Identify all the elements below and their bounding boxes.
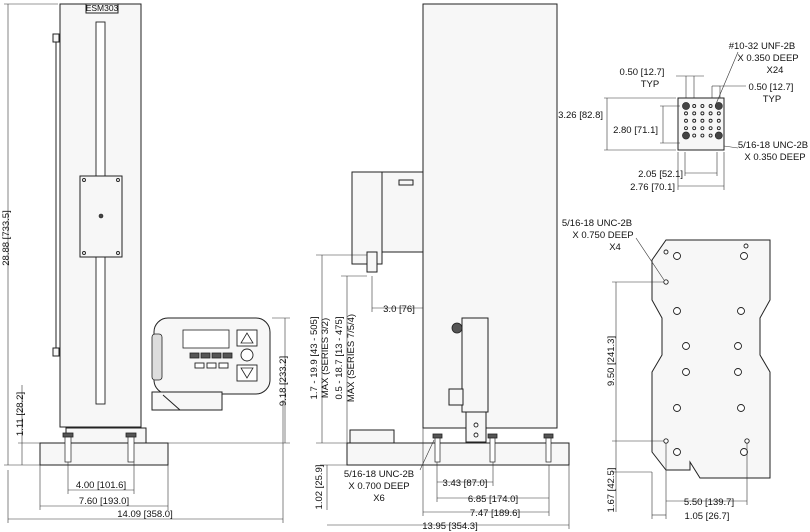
note-base-thread: 5/16-18 UNC-2B X 0.700 DEEP X6 xyxy=(344,469,414,504)
dim-plate-width-outer: 2.76 [70.1] xyxy=(630,182,675,193)
small-tapped-hole xyxy=(692,104,697,108)
rail-clamp-top xyxy=(52,33,60,43)
dim-width-overall: 14.09 [358.0] xyxy=(117,509,172,520)
model-label: ESM303 xyxy=(86,3,119,13)
svg-text:X 0.750 DEEP: X 0.750 DEEP xyxy=(572,230,633,241)
small-tapped-hole xyxy=(700,133,705,138)
small-tapped-hole xyxy=(708,111,713,116)
controller-display xyxy=(182,329,230,349)
load-cell-mount xyxy=(351,171,383,265)
dim-pitch-right: 0.50 [12.7] TYP xyxy=(749,82,794,105)
small-tapped-hole xyxy=(692,126,697,131)
small-tapped-hole xyxy=(716,118,721,123)
dim-controller-height: 9.18 [233.2] xyxy=(278,356,289,406)
dim-base-height: 1.11 [28.2] xyxy=(15,392,26,436)
small-tapped-hole xyxy=(700,104,705,108)
svg-text:0.50 [12.7]: 0.50 [12.7] xyxy=(620,67,665,78)
svg-text:X 0.700 DEEP: X 0.700 DEEP xyxy=(348,481,409,492)
dim-side-overall: 13.95 [354.3] xyxy=(422,521,477,532)
large-tapped-hole xyxy=(714,102,723,110)
small-tapped-hole xyxy=(708,118,713,123)
svg-text:X 0.350 DEEP: X 0.350 DEEP xyxy=(744,152,805,163)
dim-side-a: 3.43 [87.0] xyxy=(443,478,488,489)
note-thread-large: 5/16-18 UNC-2B X 0.350 DEEP xyxy=(738,140,808,163)
svg-text:5/16-18 UNC-2B: 5/16-18 UNC-2B xyxy=(562,218,632,229)
front-view: ESM303 xyxy=(4,3,290,523)
small-tapped-hole xyxy=(716,126,721,131)
small-tapped-hole xyxy=(684,126,688,131)
svg-text:TYP: TYP xyxy=(763,94,781,105)
dim-bottom-width-a: 5.50 [139.7] xyxy=(684,497,734,508)
grip-assembly xyxy=(461,317,489,413)
side-base xyxy=(346,442,570,466)
front-base xyxy=(39,442,169,466)
side-column xyxy=(422,3,558,429)
dim-plate-height-inner: 2.80 [71.1] xyxy=(613,125,658,136)
small-tapped-hole xyxy=(708,104,713,108)
bottom-plate-view xyxy=(612,237,771,519)
large-tapped-hole xyxy=(714,131,723,140)
svg-text:X 0.350 DEEP: X 0.350 DEEP xyxy=(737,53,798,64)
dim-width-a: 4.00 [101.6] xyxy=(76,480,126,491)
dim-travel-series-32: 1.7 - 19.9 [43 - 505] xyxy=(309,317,320,400)
dim-travel-series-754: 0.5 - 18.7 [13 - 475] xyxy=(334,317,345,400)
small-tapped-hole xyxy=(692,118,697,123)
svg-text:0.50 [12.7]: 0.50 [12.7] xyxy=(749,82,794,93)
dim-plate-width-inner: 2.05 [52.1] xyxy=(638,169,683,180)
svg-text:#10-32 UNF-2B: #10-32 UNF-2B xyxy=(729,41,796,52)
note-travel-series-32: MAX (SERIES 3/2) xyxy=(320,318,331,398)
top-plate-view xyxy=(604,51,746,190)
side-view xyxy=(316,3,570,529)
small-tapped-hole xyxy=(708,133,713,138)
svg-text:X4: X4 xyxy=(609,242,621,253)
dim-bottom-width-b: 1.05 [26.7] xyxy=(685,511,730,522)
model-badge xyxy=(85,3,119,14)
bottom-plate xyxy=(651,239,771,479)
large-tapped-hole xyxy=(682,102,690,110)
svg-text:5/16-18 UNC-2B: 5/16-18 UNC-2B xyxy=(344,469,414,480)
svg-text:X6: X6 xyxy=(373,493,385,504)
rail-clamp-bottom xyxy=(52,347,60,357)
dim-bottom-height: 9.50 [241.3] xyxy=(606,336,617,386)
svg-text:TYP: TYP xyxy=(641,79,659,90)
controller-keypad xyxy=(189,352,233,369)
dim-offset: 3.0 [76] xyxy=(383,304,415,315)
svg-text:X24: X24 xyxy=(767,65,784,76)
dim-plate-height-outer: 3.26 [82.8] xyxy=(558,110,603,121)
dim-side-b: 6.85 [174.0] xyxy=(468,494,518,505)
dim-side-base-height: 1.02 [25.9] xyxy=(314,465,325,510)
small-tapped-hole xyxy=(708,126,713,131)
dim-pitch-left: 0.50 [12.7] TYP xyxy=(620,67,665,90)
note-travel-series-754: MAX (SERIES 7/5/4) xyxy=(346,314,357,402)
dim-side-c: 7.47 [189.6] xyxy=(470,508,520,519)
small-tapped-hole xyxy=(692,111,697,116)
note-thread-small: #10-32 UNF-2B X 0.350 DEEP X24 xyxy=(729,41,799,76)
small-tapped-hole xyxy=(684,118,688,123)
svg-text:5/16-18 UNC-2B: 5/16-18 UNC-2B xyxy=(738,140,808,151)
small-tapped-hole xyxy=(684,111,688,116)
plate-hole-grid xyxy=(682,102,723,140)
small-tapped-hole xyxy=(716,111,721,116)
side-base-bolts xyxy=(432,433,554,463)
note-bottom-thread: 5/16-18 UNC-2B X 0.750 DEEP X4 xyxy=(562,218,634,253)
dim-bottom-edge-offset: 1.67 [42.5] xyxy=(606,468,617,513)
dim-width-b: 7.60 [193.0] xyxy=(79,496,129,507)
large-tapped-hole xyxy=(682,131,690,140)
small-tapped-hole xyxy=(700,126,705,131)
small-tapped-hole xyxy=(692,133,697,138)
dim-height-overall: 28.88 [733.5] xyxy=(1,210,12,265)
small-tapped-hole xyxy=(700,118,705,123)
small-tapped-hole xyxy=(700,111,705,116)
